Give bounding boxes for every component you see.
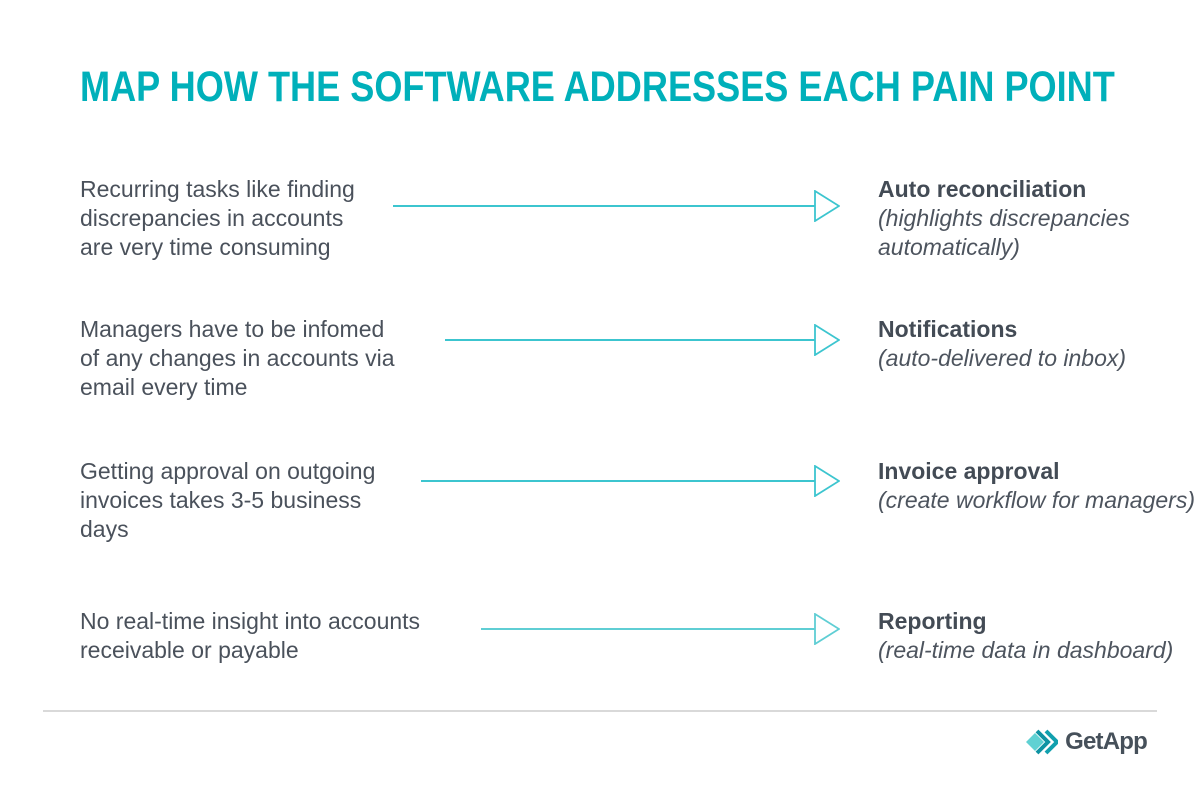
pain-line: receivable or payable — [80, 637, 299, 663]
feature-name: Invoice approval — [878, 458, 1060, 484]
solution-text: Auto reconciliation (highlights discrepa… — [878, 175, 1200, 262]
pain-line: invoices takes 3-5 business — [80, 487, 362, 513]
arrow-shaft — [421, 480, 817, 482]
mapping-row-invoice-approval: Getting approval on outgoing invoices ta… — [0, 457, 1200, 544]
pain-line: days — [80, 516, 129, 542]
footer: GetApp — [0, 728, 1200, 756]
pain-line: of any changes in accounts via — [80, 345, 395, 371]
feature-detail: automatically) — [878, 234, 1020, 260]
arrow-head-icon — [814, 324, 840, 356]
feature-detail: (auto-delivered to inbox) — [878, 345, 1127, 371]
page-title: MAP HOW THE SOFTWARE ADDRESSES EACH PAIN… — [80, 63, 1115, 111]
mapping-row-reporting: No real-time insight into accounts recei… — [0, 607, 1200, 665]
pain-point-text: Managers have to be infomed of any chang… — [80, 315, 445, 402]
pain-line: Managers have to be infomed — [80, 316, 385, 342]
pain-line: discrepancies in accounts — [80, 205, 344, 231]
arrow-head-icon — [814, 613, 840, 645]
feature-name: Auto reconciliation — [878, 176, 1087, 202]
title-area: MAP HOW THE SOFTWARE ADDRESSES EACH PAIN… — [0, 0, 1200, 109]
feature-name: Reporting — [878, 608, 987, 634]
arrow-shaft — [481, 628, 817, 630]
arrow-head-icon — [814, 190, 840, 222]
feature-detail: (highlights discrepancies — [878, 205, 1130, 231]
pain-line: No real-time insight into accounts — [80, 608, 421, 634]
solution-text: Reporting (real-time data in dashboard) — [878, 607, 1200, 665]
arrow-head-icon — [814, 465, 840, 497]
pain-line: email every time — [80, 374, 248, 400]
getapp-logo-icon — [1026, 729, 1059, 755]
pain-point-text: Recurring tasks like finding discrepanci… — [80, 175, 393, 262]
getapp-logo-text: GetApp — [1065, 728, 1148, 755]
arrow-right-icon — [393, 189, 840, 223]
pain-line: Recurring tasks like finding — [80, 176, 355, 202]
solution-text: Notifications (auto-delivered to inbox) — [878, 315, 1200, 373]
mapping-row-notifications: Managers have to be infomed of any chang… — [0, 315, 1200, 402]
feature-detail: (real-time data in dashboard) — [878, 637, 1174, 663]
arrow-right-icon — [481, 612, 840, 646]
pain-point-text: Getting approval on outgoing invoices ta… — [80, 457, 421, 544]
mapping-row-auto-reconciliation: Recurring tasks like finding discrepanci… — [0, 175, 1200, 262]
pain-point-text: No real-time insight into accounts recei… — [80, 607, 481, 665]
solution-text: Invoice approval (create workflow for ma… — [878, 457, 1200, 515]
pain-line: Getting approval on outgoing — [80, 458, 376, 484]
feature-name: Notifications — [878, 316, 1018, 342]
footer-divider — [43, 710, 1157, 712]
arrow-right-icon — [445, 323, 840, 357]
pain-line: are very time consuming — [80, 234, 331, 260]
arrow-shaft — [393, 205, 817, 207]
feature-detail: (create workflow for managers) — [878, 487, 1195, 513]
arrow-shaft — [445, 339, 817, 341]
arrow-right-icon — [421, 464, 840, 498]
